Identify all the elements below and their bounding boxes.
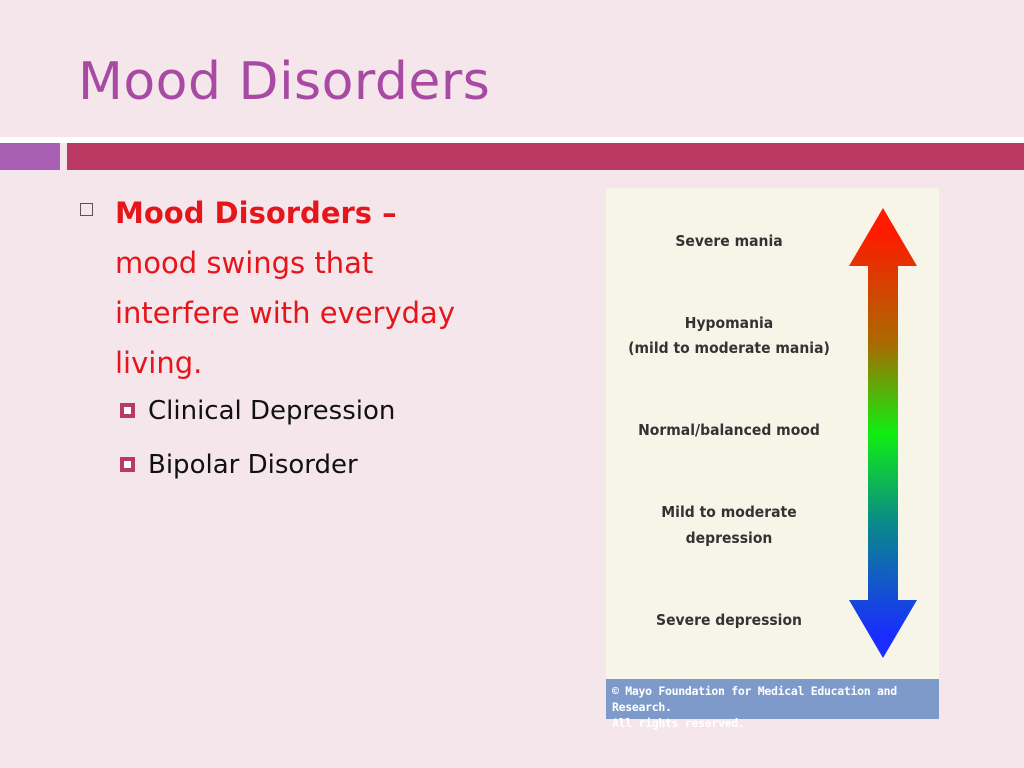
label-normal-mood: Normal/balanced mood: [638, 421, 820, 439]
header-accent-bar-right: [67, 143, 1024, 170]
header-accent-bar-left: [0, 143, 60, 170]
square-bullet-icon: [120, 457, 135, 472]
sub-bullet-clinical-depression: Clinical Depression: [120, 396, 395, 426]
label-mild-moderate-mania: (mild to moderate mania): [628, 339, 830, 357]
sub-bullet-bipolar-disorder: Bipolar Disorder: [120, 450, 358, 480]
credit-line-2: All rights reserved.: [612, 716, 745, 730]
label-severe-depression: Severe depression: [656, 611, 802, 629]
header-divider-line: [0, 137, 1024, 143]
label-depression: depression: [685, 529, 773, 547]
mood-spectrum-figure: Severe mania Hypomania (mild to moderate…: [606, 188, 939, 730]
arrow-shape: [849, 208, 917, 658]
credit-line-1: © Mayo Foundation for Medical Education …: [612, 684, 897, 714]
bullet-definition: mood swings that interfere with everyday…: [115, 246, 455, 380]
label-mild-moderate: Mild to moderate: [661, 503, 797, 521]
bullet-term: Mood Disorders –: [115, 196, 397, 230]
hollow-square-bullet-icon: [80, 203, 93, 216]
sub-bullet-label: Clinical Depression: [148, 396, 396, 426]
label-hypomania: Hypomania: [684, 314, 774, 332]
slide-title: Mood Disorders: [78, 52, 491, 112]
label-severe-mania: Severe mania: [675, 232, 783, 250]
sub-bullet-label: Bipolar Disorder: [148, 450, 358, 480]
main-bullet-text: Mood Disorders – mood swings that interf…: [115, 188, 455, 388]
double-arrow-icon: [849, 208, 917, 658]
square-bullet-icon: [120, 403, 135, 418]
copyright-credit: © Mayo Foundation for Medical Education …: [606, 679, 939, 730]
